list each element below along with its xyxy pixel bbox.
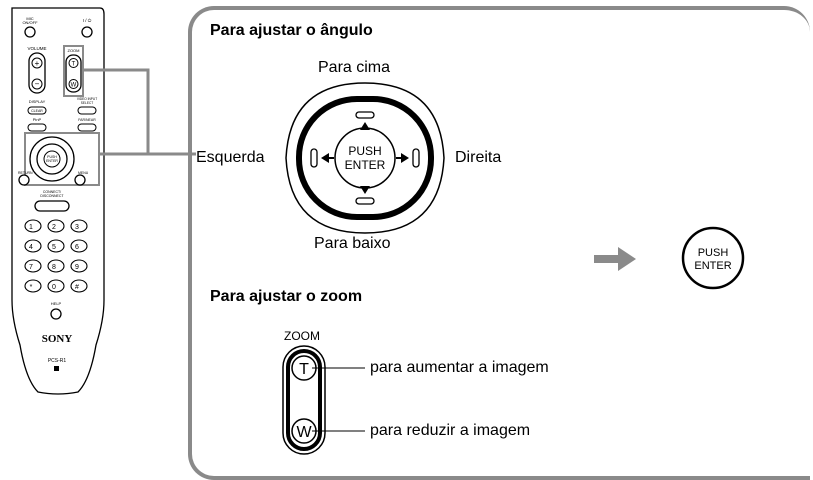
svg-text:SONY: SONY	[42, 333, 73, 345]
svg-text:I / ⏻: I / ⏻	[83, 18, 92, 23]
svg-text:ON/OFF: ON/OFF	[22, 20, 38, 25]
zoom-w-key: W	[296, 424, 312, 441]
svg-text:5: 5	[52, 244, 56, 251]
svg-text:PCS-R1: PCS-R1	[48, 358, 67, 364]
svg-text:0: 0	[52, 284, 56, 291]
svg-text:CONNECT/: CONNECT/	[43, 190, 61, 194]
number-keys	[24, 219, 88, 293]
svg-text:8: 8	[52, 264, 56, 271]
svg-text:HELP: HELP	[51, 301, 62, 306]
svg-text:+: +	[35, 59, 40, 68]
svg-text:3: 3	[75, 224, 79, 231]
svg-text:VIDEO INPUT: VIDEO INPUT	[77, 97, 97, 101]
direction-left-label: Esquerda	[196, 149, 265, 166]
svg-text:MENU: MENU	[78, 171, 89, 175]
svg-text:1: 1	[29, 224, 33, 231]
instruction-panel	[188, 6, 810, 480]
connector-lines	[83, 68, 196, 156]
svg-text:VOLUME: VOLUME	[27, 46, 46, 51]
zoom-t-key: T	[299, 361, 309, 378]
svg-text:4: 4	[29, 244, 33, 251]
svg-text:7: 7	[29, 264, 33, 271]
svg-text:PUSH: PUSH	[47, 155, 57, 159]
svg-text:SELECT: SELECT	[81, 101, 93, 105]
enter-button-push-text: PUSH	[698, 247, 729, 259]
zoom-label: ZOOM	[284, 329, 320, 343]
zoom-out-description: para reduzir a imagem	[370, 422, 531, 439]
svg-text:T: T	[72, 62, 76, 68]
svg-text:W: W	[71, 83, 77, 89]
direction-right-label: Direita	[455, 149, 502, 166]
svg-text:FAR/NEAR: FAR/NEAR	[78, 118, 96, 122]
svg-text:ENTER: ENTER	[46, 159, 58, 163]
svg-text:9: 9	[75, 264, 79, 271]
right-arrow-icon	[594, 247, 636, 271]
svg-text:2: 2	[52, 224, 56, 231]
joystick-diagram: PUSH ENTER	[285, 82, 445, 234]
joystick-push-text: PUSH	[348, 144, 381, 158]
angle-section-title: Para ajustar o ângulo	[210, 22, 373, 39]
svg-text:RETURN: RETURN	[18, 171, 33, 175]
joystick-enter-text: ENTER	[345, 158, 386, 172]
zoom-in-description: para aumentar a imagem	[370, 359, 549, 376]
svg-text:DISPLAY: DISPLAY	[29, 99, 46, 104]
svg-text:*: *	[30, 284, 33, 291]
svg-text:PinP: PinP	[33, 117, 42, 122]
svg-text:6: 6	[75, 244, 79, 251]
enter-button-enter-text: ENTER	[694, 260, 731, 272]
zoom-section-title: Para ajustar o zoom	[210, 288, 363, 305]
svg-text:CLEAR: CLEAR	[31, 109, 43, 113]
zoom-rocker-diagram: T W	[282, 345, 365, 455]
direction-up-label: Para cima	[318, 59, 391, 76]
svg-text:ZOOM: ZOOM	[68, 48, 80, 53]
push-enter-button: PUSH ENTER	[681, 226, 745, 290]
svg-text:MIC: MIC	[26, 16, 33, 21]
svg-text:−: −	[35, 80, 40, 89]
svg-text:DISCONNECT: DISCONNECT	[40, 194, 64, 198]
remote-control-illustration: MIC ON/OFF I / ⏻ VOLUME + − ZOOM T W DIS…	[11, 7, 105, 395]
direction-down-label: Para baixo	[314, 235, 391, 252]
svg-text:#: #	[75, 284, 79, 291]
